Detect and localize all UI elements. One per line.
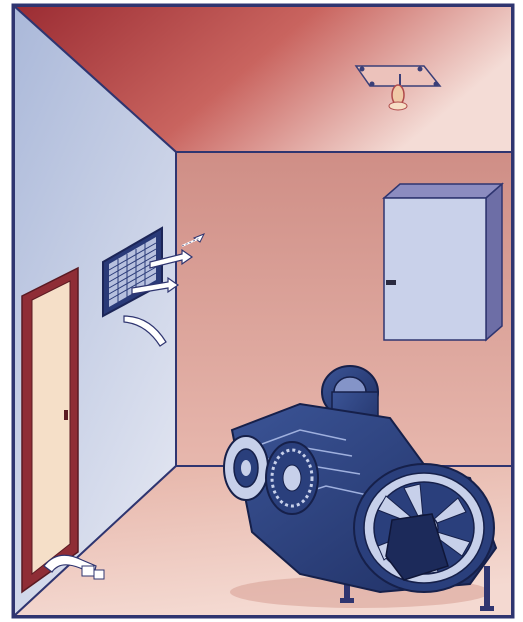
cabinet-handle bbox=[386, 280, 396, 285]
cabinet-side bbox=[486, 184, 502, 340]
cabinet-top bbox=[384, 184, 502, 198]
electrical-cabinet-icon bbox=[384, 184, 502, 340]
cabinet-front bbox=[384, 198, 486, 340]
door-icon bbox=[22, 268, 78, 592]
